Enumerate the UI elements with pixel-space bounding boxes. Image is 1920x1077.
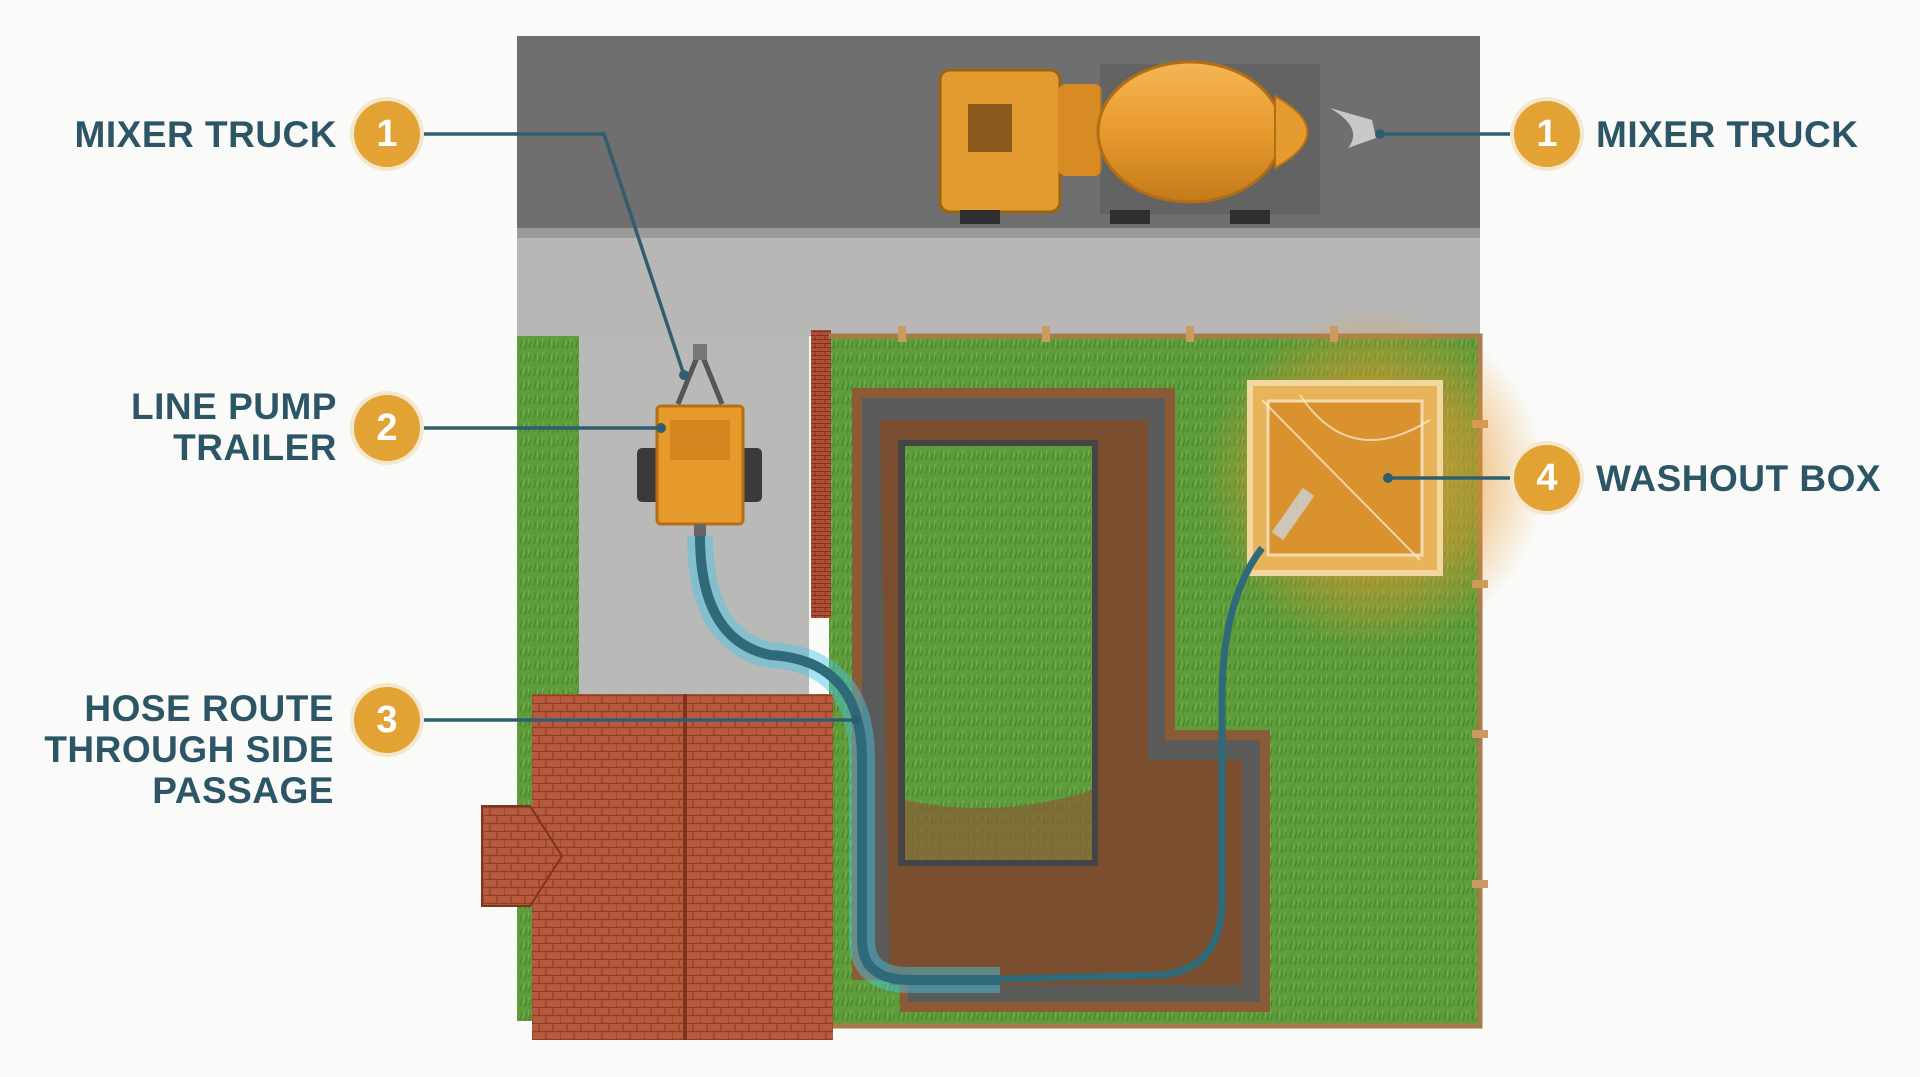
callout-label-mixer-right: MIXER TRUCK <box>1596 114 1858 155</box>
callout-badge-washout: 4 <box>1514 445 1580 511</box>
callout-badge-line-pump: 2 <box>354 395 420 461</box>
leader-lines <box>420 132 1519 722</box>
callout-label-line-pump: LINE PUMP TRAILER <box>131 386 337 468</box>
brick-wall <box>811 330 831 618</box>
leader-line-mixer-left <box>420 132 686 376</box>
soil-spill <box>905 790 1092 860</box>
callout-label-line: THROUGH SIDE <box>44 729 334 770</box>
hose-line <box>695 535 1000 985</box>
curb <box>517 228 1480 238</box>
callout-badge-mixer-right: 1 <box>1514 101 1580 167</box>
house <box>481 694 833 1040</box>
washout-hose <box>959 545 1265 984</box>
callout-label-line: MIXER TRUCK <box>74 114 337 155</box>
yard-fence <box>829 333 1483 1029</box>
callout-label-washout: WASHOUT BOX <box>1596 458 1881 499</box>
callout-label-line: PASSAGE <box>152 770 334 811</box>
callout-label-mixer-left: MIXER TRUCK <box>75 114 337 155</box>
callout-label-line: HOSE ROUTE <box>84 688 334 729</box>
callout-label-line: TRAILER <box>173 427 337 468</box>
callout-label-line: WASHOUT BOX <box>1596 458 1882 499</box>
callout-label-hose-route: HOSE ROUTE THROUGH SIDE PASSAGE <box>44 688 334 811</box>
inner-lawn <box>905 446 1092 860</box>
callout-badge-hose-route: 3 <box>354 687 420 753</box>
mixer-truck <box>938 60 1376 224</box>
callout-label-line: MIXER TRUCK <box>1596 114 1859 155</box>
callout-badge-mixer-left: 1 <box>354 101 420 167</box>
line-pump-trailer <box>637 344 762 536</box>
callout-label-line: LINE PUMP <box>131 386 337 427</box>
